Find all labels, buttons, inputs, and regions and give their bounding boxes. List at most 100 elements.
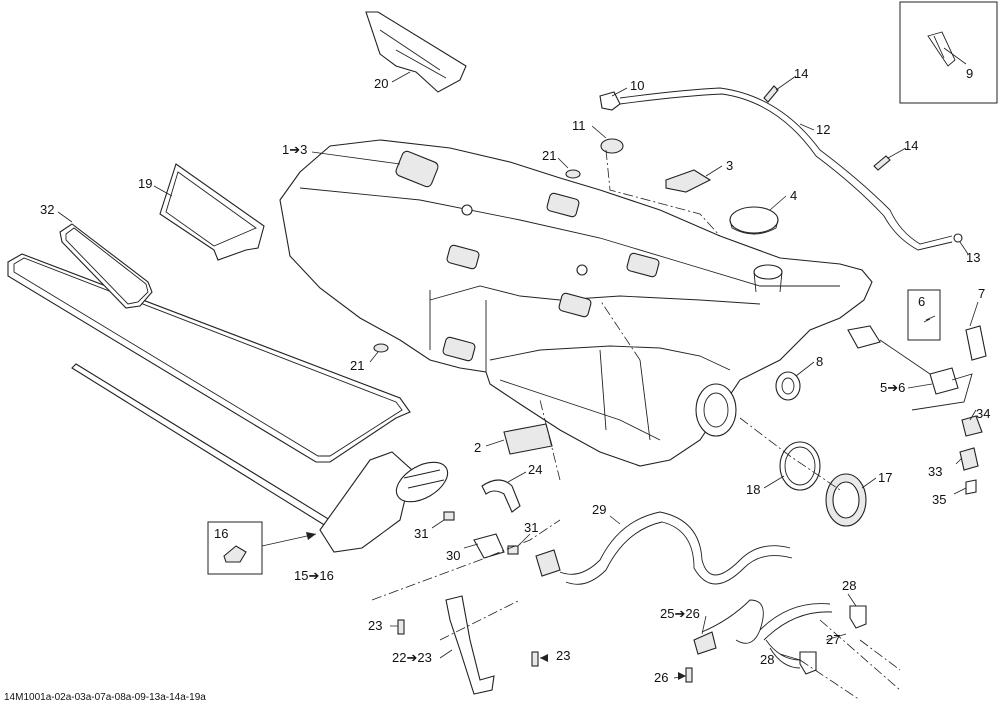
leader-2	[485, 439, 505, 447]
callout-14b: 14	[904, 138, 918, 153]
tank-mount-d	[626, 252, 660, 278]
callout-12: 12	[816, 122, 830, 137]
bulb-5	[847, 325, 881, 349]
tank-mount-e	[558, 292, 592, 318]
hose-25	[701, 599, 764, 644]
callout-3: 3	[726, 158, 733, 173]
panel-19	[159, 163, 265, 261]
nut-31a	[443, 511, 455, 521]
pump-port	[695, 383, 737, 437]
tank-mount-f	[442, 336, 476, 362]
callout-6: 6	[918, 294, 925, 309]
hose-27a	[759, 603, 833, 641]
callout-25-26: 25➔26	[660, 606, 700, 621]
check-valve	[535, 549, 561, 577]
callout-22-23: 22➔23	[392, 650, 432, 665]
leader-11	[591, 125, 607, 139]
clip-14b	[873, 155, 891, 171]
callout-32: 32	[40, 202, 54, 217]
leader-28	[779, 593, 857, 661]
callout-11: 11	[572, 118, 586, 133]
leader-13	[959, 241, 969, 255]
arrowhead-26	[678, 672, 686, 680]
inset-box-6	[907, 289, 941, 341]
holder-33	[959, 447, 979, 471]
inset-box-9	[899, 1, 998, 104]
pad-strip	[7, 253, 411, 463]
leader-4	[769, 195, 787, 211]
callout-1-3: 1➔3	[282, 142, 307, 157]
leader-7	[969, 301, 979, 327]
leader-21	[369, 157, 569, 363]
fuel-pump-15	[319, 451, 413, 553]
callout-16: 16	[214, 526, 228, 541]
callout-28b: 28	[760, 652, 774, 667]
hose-7	[965, 325, 987, 361]
callout-17: 17	[878, 470, 892, 485]
bracket-28b	[799, 651, 817, 675]
sensor-10	[599, 91, 621, 111]
leader-27	[825, 633, 847, 641]
tank-mount-b	[546, 192, 580, 218]
leader-33	[955, 457, 963, 465]
grommet-11	[600, 138, 624, 154]
callout-8: 8	[816, 354, 823, 369]
leader-12	[799, 123, 815, 131]
leader-1	[311, 151, 401, 165]
leader-10	[611, 87, 628, 97]
hose-27b	[765, 639, 801, 669]
callout-14a: 14	[794, 66, 808, 81]
clip-part-9	[927, 31, 956, 67]
callout-18: 18	[746, 482, 760, 497]
callout-21b: 21	[350, 358, 364, 373]
filler-neck	[753, 264, 783, 280]
leader-17	[861, 477, 877, 489]
pad-3	[665, 169, 712, 193]
callout-20: 20	[374, 76, 388, 91]
oring-18	[779, 441, 821, 491]
callout-31a: 31	[414, 526, 428, 541]
leader-24	[507, 471, 527, 483]
callout-23a: 23	[368, 618, 382, 633]
leader-3	[705, 165, 723, 177]
hose-22	[445, 595, 495, 695]
leader-25	[701, 615, 707, 635]
callout-10: 10	[630, 78, 644, 93]
tank-mount-c	[446, 244, 480, 270]
arrowhead-16	[306, 532, 316, 540]
hose-29	[559, 511, 791, 576]
harness-5	[879, 339, 973, 411]
bracket-28a	[849, 605, 867, 629]
callout-4: 4	[790, 188, 797, 203]
fuel-cap-4	[729, 206, 779, 234]
leader-9	[943, 47, 967, 65]
callout-29: 29	[592, 502, 606, 517]
callout-28a: 28	[842, 578, 856, 593]
fuse-part-6	[923, 315, 936, 323]
callout-13: 13	[966, 250, 980, 265]
clip-14a	[763, 85, 779, 103]
hose-24	[481, 479, 521, 513]
clamp-23a	[397, 619, 405, 635]
fitting-26	[693, 631, 717, 655]
pad-32	[59, 223, 153, 309]
clamp-26	[685, 667, 693, 683]
callout-9: 9	[966, 66, 973, 81]
seal-part-16	[223, 545, 247, 563]
clamp-23b	[531, 651, 539, 667]
callout-19: 19	[138, 176, 152, 191]
callout-5-6: 5➔6	[880, 380, 905, 395]
callout-35: 35	[932, 492, 946, 507]
leader-19	[153, 185, 173, 197]
callout-24: 24	[528, 462, 542, 477]
callout-31b: 31	[524, 520, 538, 535]
leader-22	[439, 649, 453, 659]
callout-33: 33	[928, 464, 942, 479]
leader-20	[391, 71, 411, 83]
callout-15-16: 15➔16	[294, 568, 334, 583]
relay-5	[929, 367, 959, 395]
leader-5	[907, 383, 933, 389]
leader-35	[953, 487, 967, 495]
